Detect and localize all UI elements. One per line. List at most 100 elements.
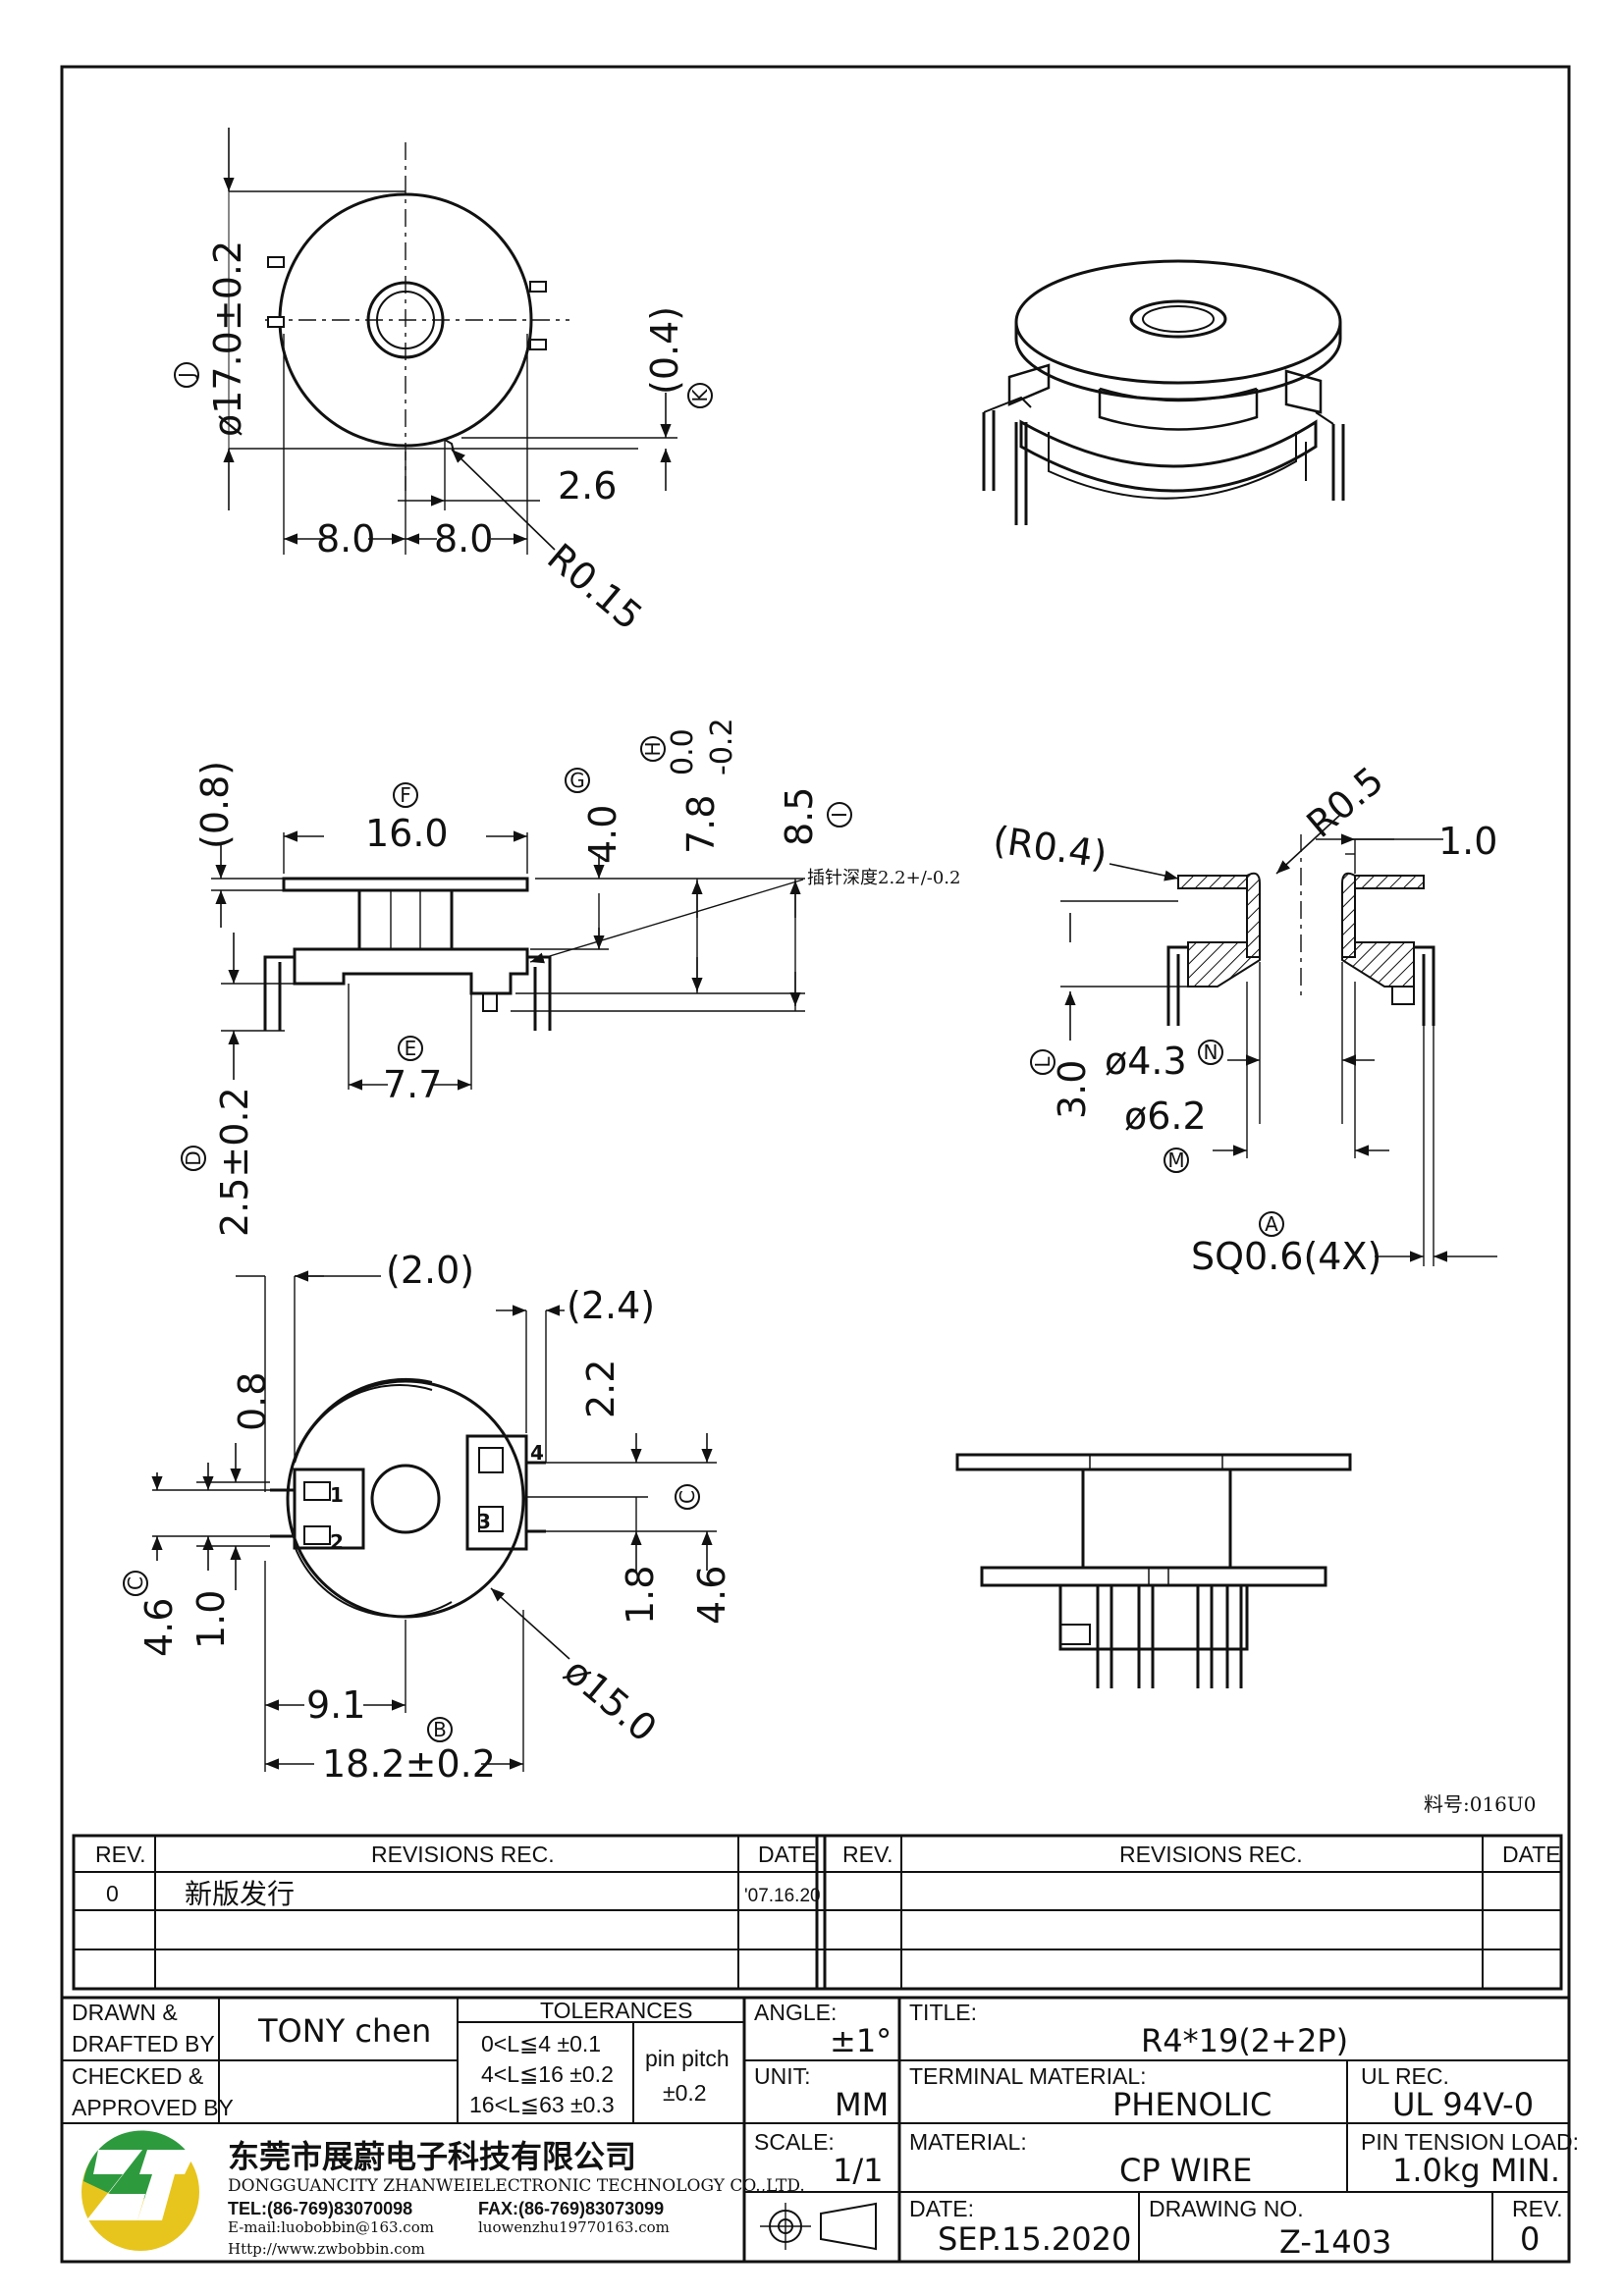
- terminal-value: PHENOLIC: [1112, 2086, 1272, 2123]
- pin-block-left: [293, 1468, 365, 1550]
- angle-value: ±1°: [830, 2022, 892, 2059]
- dim-0-8: 0.8: [231, 1372, 274, 1431]
- dim-1-8: 1.8: [619, 1566, 662, 1625]
- pin-tension-label: PIN TENSION LOAD:: [1361, 2129, 1579, 2155]
- callout-k: K: [688, 389, 712, 402]
- isometric-view: [982, 259, 1345, 525]
- dim-wall-10: 1.0: [1438, 820, 1497, 863]
- title-block-grid: [60, 1996, 1571, 2264]
- pin-pitch-value: ±0.2: [663, 2080, 707, 2106]
- dim-pin-len: 2.5±0.2: [213, 1087, 256, 1237]
- title-value: R4*19(2+2P): [1141, 2022, 1348, 2059]
- dim-1-0: 1.0: [189, 1590, 233, 1649]
- dim-pin-sq: SQ0.6(4X): [1191, 1235, 1381, 1278]
- dim-9-1: 9.1: [306, 1683, 365, 1727]
- section-view: [1060, 814, 1497, 1266]
- drawing-no-value: Z-1403: [1279, 2223, 1391, 2261]
- callout-a: A: [1265, 1212, 1278, 1236]
- company-email: E-mail:luobobbin@163.com: [228, 2218, 434, 2236]
- bottom-view-labels: (2.0) (2.4) 0.8 2.2 4.6 C 1.0 1.8 4.6 C …: [123, 1249, 733, 1786]
- rev-label: REV.: [1512, 2196, 1563, 2221]
- dim-flange-thick: (0.8): [193, 761, 237, 849]
- callout-c-left: C: [124, 1576, 147, 1590]
- callout-f: F: [400, 783, 411, 807]
- unit-value: MM: [835, 2086, 889, 2123]
- company-tel: TEL:(86-769)83070098: [228, 2199, 412, 2218]
- rev-row-0-rev: 0: [106, 1881, 119, 1906]
- title-block-text: DRAWN & DRAFTED BY TONY chen CHECKED & A…: [72, 1998, 1579, 2261]
- side-view-labels: 16.0 F (0.8) 4.0 G 7.8 0.0 -0.2 H 8.5 I …: [181, 718, 960, 1237]
- section-wall-left: [1246, 872, 1261, 958]
- top-flange: [282, 877, 529, 892]
- dim-height-i: 8.5: [778, 787, 821, 846]
- pin-number-2: 2: [330, 1530, 344, 1554]
- callout-b: B: [433, 1718, 447, 1741]
- pin-tension-value: 1.0kg MIN.: [1392, 2152, 1560, 2189]
- callout-c-right: C: [676, 1490, 699, 1504]
- bottom-view: [151, 1270, 717, 1772]
- dim-2-4: (2.4): [567, 1284, 655, 1327]
- tol-row-2: 4<L≦16 ±0.2: [481, 2061, 614, 2087]
- dim-radius-015: R0.15: [539, 535, 650, 638]
- dim-inner-dia: ø4.3: [1105, 1040, 1187, 1083]
- material-label: MATERIAL:: [909, 2129, 1027, 2155]
- rev-row-0-rec: 新版发行: [185, 1878, 295, 1910]
- pin-number-3: 3: [477, 1510, 491, 1533]
- dim-depth-30: 3.0: [1051, 1060, 1094, 1119]
- terminal-label: TERMINAL MATERIAL:: [909, 2063, 1147, 2089]
- section-wall-right: [1341, 872, 1356, 958]
- drawn-value: TONY chen: [257, 2012, 431, 2050]
- date-value: SEP.15.2020: [938, 2220, 1131, 2258]
- rec-header: REVISIONS REC.: [371, 1842, 555, 1867]
- material-value: CP WIRE: [1119, 2152, 1252, 2189]
- top-view: [223, 128, 677, 555]
- company-web: Http://www.zwbobbin.com: [228, 2240, 425, 2258]
- dim-outer-dia: ø6.2: [1124, 1095, 1207, 1138]
- rev-header-2: REV.: [842, 1842, 893, 1867]
- dim-dia-15: ø15.0: [556, 1649, 665, 1750]
- section-view-labels: (R0.4) R0.5 1.0 3.0 L ø4.3 N ø6.2 M SQ0.…: [991, 758, 1498, 1278]
- callout-j: J: [175, 372, 198, 380]
- rev-row-0-date: '07.16.20: [744, 1886, 821, 1906]
- pin-block-right: [465, 1434, 528, 1551]
- dim-gap-04: (0.4): [643, 306, 686, 395]
- company-en: DONGGUANCITY ZHANWEIELECTRONIC TECHNOLOG…: [228, 2176, 805, 2196]
- dim-18-2: 18.2±0.2: [322, 1742, 496, 1786]
- callout-h: H: [641, 741, 665, 756]
- callout-e: E: [405, 1037, 417, 1060]
- section-flange-left: [1177, 875, 1248, 889]
- drawn-label-2: DRAFTED BY: [72, 2031, 215, 2056]
- note-pin-depth: 插针深度2.2+/-0.2: [807, 868, 960, 888]
- ul-label: UL REC.: [1361, 2063, 1449, 2089]
- angle-label: ANGLE:: [754, 2000, 837, 2025]
- checked-label-1: CHECKED &: [72, 2063, 203, 2089]
- date-label: DATE:: [909, 2196, 974, 2221]
- tol-row-3: 16<L≦63 ±0.3: [469, 2092, 615, 2117]
- company-cn: 东莞市展蔚电子科技有限公司: [228, 2138, 636, 2175]
- date-header-2: DATE: [1502, 1842, 1561, 1867]
- dim-4-6-left: 4.6: [137, 1598, 181, 1657]
- section-flange-right: [1354, 875, 1425, 889]
- ul-value: UL 94V-0: [1392, 2086, 1534, 2123]
- section-base-right: [1341, 941, 1415, 988]
- base: [293, 947, 529, 995]
- dim-flange-16: 16.0: [365, 812, 449, 855]
- scale-label: SCALE:: [754, 2129, 835, 2155]
- callout-m: M: [1167, 1148, 1184, 1172]
- company-logo: [81, 2130, 199, 2251]
- date-header: DATE: [758, 1842, 817, 1867]
- rev-header: REV.: [95, 1842, 146, 1867]
- material-code: 料号:016U0: [1424, 1792, 1537, 1816]
- dim-height-g: 4.0: [581, 805, 624, 864]
- checked-label-2: APPROVED BY: [72, 2095, 234, 2120]
- dim-base-77: 7.7: [383, 1063, 442, 1106]
- pin-pitch-label: pin pitch: [645, 2046, 730, 2071]
- scale-value: 1/1: [833, 2152, 884, 2189]
- callout-g: G: [569, 769, 585, 792]
- side-view: [211, 830, 805, 1091]
- front-view: [955, 1453, 1352, 1688]
- dim-8-left: 8.0: [316, 517, 375, 561]
- company-fax: FAX:(86-769)83073099: [478, 2199, 664, 2218]
- rec-header-2: REVISIONS REC.: [1119, 1842, 1303, 1867]
